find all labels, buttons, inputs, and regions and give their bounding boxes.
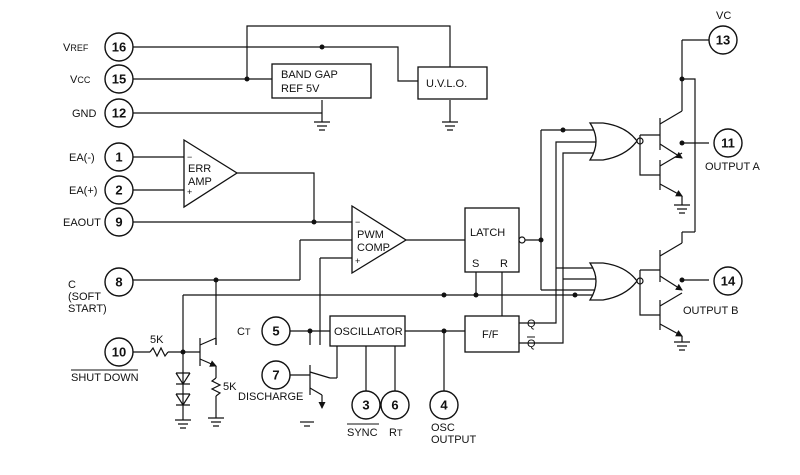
pwm-minus: − [355, 217, 360, 227]
svg-text:VREF: VREF [63, 42, 89, 54]
svg-text:VCC: VCC [70, 74, 91, 86]
pwm-label-2: COMP [357, 242, 390, 254]
discharge-circuit [290, 365, 337, 427]
err-amp-minus: − [187, 152, 192, 162]
flipflop-block: F/F Q Q [464, 315, 536, 353]
nor-gate-a [588, 122, 644, 161]
pwm-plus: + [355, 256, 360, 266]
svg-text:C: C [68, 279, 76, 291]
latch-label: LATCH [470, 227, 505, 239]
svg-text:EA(+): EA(+) [69, 185, 97, 197]
svg-text:12: 12 [112, 106, 126, 121]
pin-1: 1 EA(-) [69, 142, 134, 172]
svg-text:OUTPUT A: OUTPUT A [705, 161, 760, 173]
svg-text:7: 7 [272, 368, 279, 383]
bandgap-block: BAND GAP REF 5V [271, 63, 372, 99]
pin-12: 12 GND [72, 98, 134, 128]
svg-text:3: 3 [362, 398, 369, 413]
ff-label: F/F [482, 329, 499, 341]
pwm-label-1: PWM [357, 229, 384, 241]
latch-r-label: R [500, 258, 508, 270]
uvlo-label: U.V.L.O. [426, 78, 467, 90]
pin-6: 6 RT [380, 390, 410, 439]
junctions [180, 44, 685, 355]
svg-text:14: 14 [721, 274, 736, 289]
oscillator-block: OSCILLATOR [329, 315, 406, 347]
pin-10: 10 SHUT DOWN [71, 337, 139, 384]
ff-qbar-label: Q [527, 338, 536, 350]
svg-text:2: 2 [115, 183, 122, 198]
svg-text:VC: VC [716, 10, 731, 22]
svg-text:5: 5 [272, 324, 279, 339]
pin-16: 16 VREF [63, 32, 134, 62]
svg-text:DISCHARGE: DISCHARGE [238, 391, 303, 403]
svg-text:RT: RT [389, 427, 403, 439]
component-labels: 5K 5K [150, 334, 237, 393]
err-amp-label-1: ERR [188, 163, 211, 175]
pin-13: 13 VC [708, 10, 738, 55]
ff-q-label: Q [527, 318, 536, 330]
bandgap-label-1: BAND GAP [281, 69, 338, 81]
svg-text:11: 11 [721, 136, 735, 151]
svg-text:(SOFT: (SOFT [68, 291, 101, 303]
svg-text:CT: CT [237, 326, 251, 338]
svg-text:OUTPUT B: OUTPUT B [683, 305, 738, 317]
oscillator-label: OSCILLATOR [334, 326, 403, 338]
svg-text:OSC: OSC [431, 422, 455, 434]
svg-text:OUTPUT: OUTPUT [431, 434, 477, 446]
error-amplifier: − + ERR AMP [183, 138, 239, 209]
pin-11: 11 OUTPUT A [705, 128, 760, 173]
output-stage-a [639, 110, 690, 214]
svg-text:16: 16 [112, 40, 126, 55]
pin-2: 2 EA(+) [69, 175, 134, 205]
svg-text:GND: GND [72, 108, 97, 120]
pin-14: 14 OUTPUT B [683, 266, 743, 317]
svg-text:8: 8 [115, 275, 122, 290]
uvlo-block: U.V.L.O. [417, 66, 488, 100]
pin-5: 5 CT [237, 316, 291, 346]
svg-text:START): START) [68, 303, 107, 315]
err-amp-plus: + [187, 187, 192, 197]
svg-text:EAOUT: EAOUT [63, 217, 101, 229]
ground-symbols [314, 121, 458, 131]
err-amp-label-2: AMP [188, 176, 212, 188]
svg-text:6: 6 [391, 398, 398, 413]
pwm-comparator: − + PWM COMP [351, 204, 408, 275]
pin-15: 15 VCC [70, 64, 134, 94]
output-stage-b [639, 231, 695, 351]
svg-text:SHUT DOWN: SHUT DOWN [71, 372, 139, 384]
pin-3: 3 SYNC [347, 390, 381, 439]
latch-s-label: S [472, 258, 479, 270]
pin-7: 7 DISCHARGE [238, 360, 303, 403]
res-shutdown-label: 5K [150, 334, 164, 346]
nor-gate-b [588, 262, 644, 301]
res-emitter-label: 5K [223, 381, 237, 393]
pin-9: 9 EAOUT [63, 207, 134, 237]
bandgap-label-2: REF 5V [281, 83, 320, 95]
svg-text:1: 1 [115, 150, 122, 165]
svg-text:15: 15 [112, 72, 126, 87]
svg-text:10: 10 [112, 345, 126, 360]
svg-text:9: 9 [115, 215, 122, 230]
pin-4: 4 OSC OUTPUT [429, 390, 477, 446]
pin-8: 8 C (SOFT START) [68, 267, 134, 315]
svg-text:SYNC: SYNC [347, 427, 378, 439]
latch-block: LATCH S R [464, 207, 526, 273]
shutdown-circuit [133, 337, 224, 429]
svg-text:EA(-): EA(-) [69, 152, 95, 164]
svg-text:4: 4 [440, 398, 448, 413]
svg-text:13: 13 [716, 33, 730, 48]
